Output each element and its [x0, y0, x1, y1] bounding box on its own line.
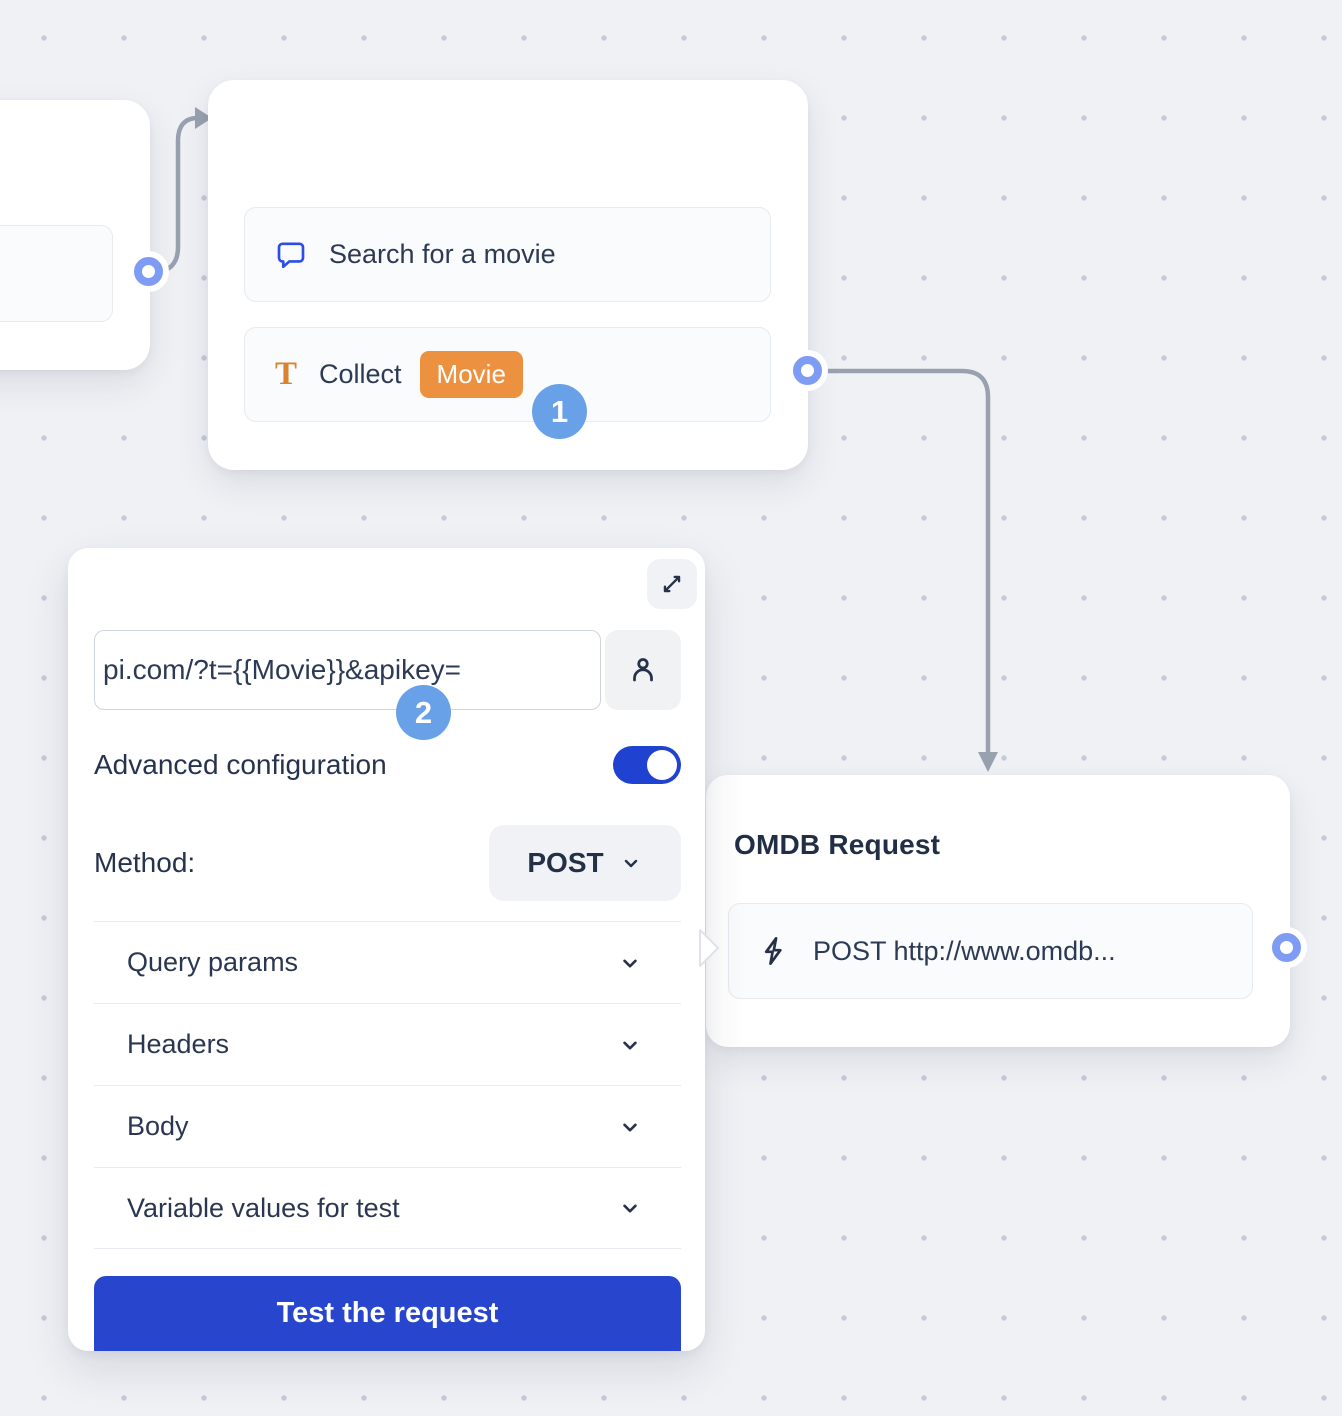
message-block-label: Search for a movie	[329, 239, 556, 269]
expand-button[interactable]	[647, 559, 697, 609]
text-T-icon: T	[275, 356, 298, 392]
person-icon	[628, 655, 658, 685]
section-label: Query params	[127, 947, 299, 977]
collect-block-label: Collect	[319, 359, 402, 389]
advanced-configuration-label: Advanced configuration	[94, 749, 387, 780]
expand-diagonal-icon	[659, 571, 685, 597]
section-query-params[interactable]: Query params	[94, 921, 681, 1003]
variable-badge[interactable]: Movie	[419, 350, 523, 399]
message-block[interactable]: Search for a movie	[244, 207, 771, 302]
webhook-block-label: POST http://www.omdb...	[813, 935, 1116, 966]
webhook-block[interactable]: POST http://www.omdb...	[728, 903, 1253, 999]
step-badge-1: 1	[532, 384, 587, 439]
output-port[interactable]	[1272, 933, 1301, 962]
input-port-notch	[698, 928, 722, 968]
chevron-down-icon	[619, 851, 643, 875]
advanced-configuration-toggle[interactable]	[613, 746, 681, 784]
connector-movie-to-omdb	[805, 368, 991, 756]
section-variable-values[interactable]: Variable values for test	[94, 1167, 681, 1249]
output-port[interactable]	[793, 356, 822, 385]
test-request-button[interactable]: Test the request	[94, 1276, 681, 1351]
chat-bubble-icon	[275, 239, 307, 271]
step-badge-2: 2	[396, 685, 451, 740]
section-headers[interactable]: Headers	[94, 1003, 681, 1085]
chevron-down-icon	[617, 1195, 643, 1221]
chevron-down-icon	[617, 1114, 643, 1140]
node-title: OMDB Request	[734, 829, 941, 860]
section-label: Variable values for test	[127, 1192, 400, 1223]
collect-block[interactable]: T Collect Movie	[244, 327, 771, 422]
connector-left-to-movie	[146, 115, 201, 275]
chevron-down-icon	[617, 950, 643, 976]
url-input[interactable]	[94, 630, 601, 710]
method-label: Method:	[94, 847, 196, 878]
person-button[interactable]	[605, 630, 681, 710]
section-label: Body	[127, 1111, 189, 1141]
partial-node-item[interactable]	[0, 225, 113, 322]
section-label: Headers	[127, 1029, 230, 1059]
chevron-down-icon	[617, 1032, 643, 1058]
lightning-icon	[759, 935, 791, 967]
method-value: POST	[527, 847, 604, 878]
output-port[interactable]	[134, 257, 163, 286]
arrowhead-down-icon	[978, 752, 998, 772]
method-select[interactable]: POST	[489, 825, 681, 901]
section-body[interactable]: Body	[94, 1085, 681, 1167]
webhook-config-panel: Advanced configuration Method: POST Quer…	[68, 548, 705, 1351]
